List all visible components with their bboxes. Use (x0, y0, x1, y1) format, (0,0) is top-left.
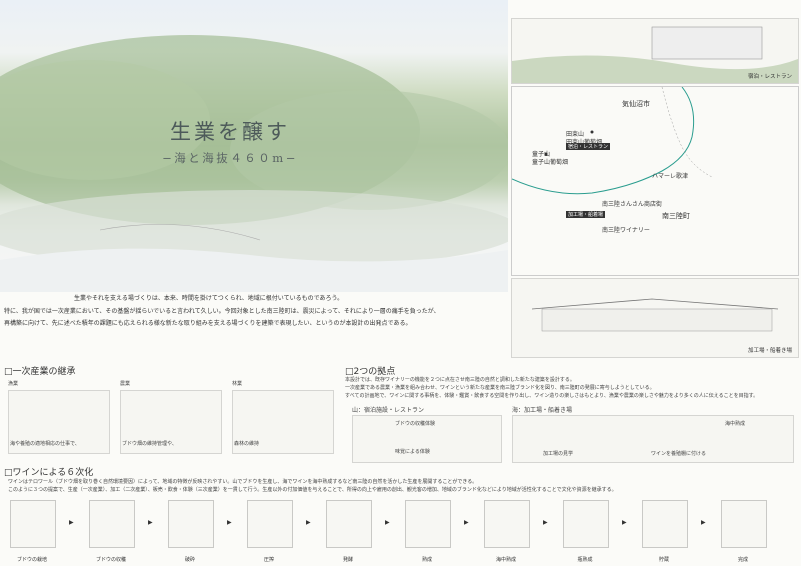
process-step-image (10, 500, 56, 548)
page-title: 生業を醸す (170, 120, 290, 144)
photo-factory: 加工場・船着き場 (511, 278, 799, 358)
arrow-right-icon: ▶ (227, 519, 232, 526)
sec2-mountain-title: 山：宿泊施設・レストラン (352, 407, 425, 414)
map-label-factory: 加工場・船着場 (566, 211, 606, 218)
sec1-forest-desc: 森林の維持 (234, 441, 260, 447)
intro-line: 再構築に向けて、先に述べた積年の課題にも応えられる様な新たな取り組みを支える場づ… (4, 320, 412, 327)
sec2-sea-title: 海：加工場・船着き場 (512, 407, 573, 414)
section2-title: □2つの拠点 (345, 367, 396, 377)
process-step-label: ブドウの栽培 (16, 557, 47, 563)
arrow-right-icon: ▶ (385, 519, 390, 526)
caption: ワインを養殖棚に付ける (651, 451, 707, 457)
sec1-label-agri: 農業 (120, 381, 131, 387)
building-sketch (512, 26, 798, 83)
map-label: 童子山葡萄畑 (532, 159, 569, 166)
caption: 加工場の見学 (543, 451, 574, 457)
photo-caption: 加工場・船着き場 (747, 348, 792, 354)
map-city-minamisanriku: 南三陸町 (662, 212, 690, 220)
process-step-label: 瓶熟成 (577, 557, 593, 563)
arrow-right-icon: ▶ (622, 519, 627, 526)
process-step-label: 破砕 (184, 557, 195, 563)
map-label: 田束山 (566, 131, 585, 138)
caption: ブドウの収穫体験 (395, 421, 436, 427)
process-step-label: 完成 (737, 557, 748, 563)
process-step-label: 発酵 (342, 557, 353, 563)
section3-text: ワインはテロワール（ブドウ畑を取り巻く自然環境要因）によって、地域の特徴が反映さ… (8, 478, 798, 494)
map-label: ハマーレ歌津 (652, 173, 689, 180)
process-step-image (484, 500, 530, 548)
factory-sketch (531, 298, 779, 332)
intro-text: 生業やそれを支える場づくりは、本来、時間を掛けてつくられ、地域に根付いているもの… (4, 293, 504, 331)
caption: 味覚による体験 (395, 449, 430, 455)
map-label-restaurant: 宿泊・レストラン (566, 143, 611, 150)
process-step-image (563, 500, 609, 548)
sec2-line: 一次産業である農業・漁業を組み合わせ、ワインという新たな産業を南三陸ブランド化を… (345, 385, 655, 391)
sec1-label-fishing: 漁業 (8, 381, 19, 387)
hero-landscape (0, 0, 508, 292)
sec1-label-forest: 林業 (232, 381, 243, 387)
arrow-right-icon: ▶ (306, 519, 311, 526)
map-label: 南三陸ワイナリー (602, 227, 650, 234)
process-step-image (247, 500, 293, 548)
process-step-label: 海中熟成 (495, 557, 516, 563)
process-step-image (326, 500, 372, 548)
sec1-fishing-image (8, 390, 110, 454)
sec3-line: このように３つの提案で、生産（一次産業）、加工（二次産業）、販売・飲食・体験（三… (8, 487, 617, 493)
process-step-image (405, 500, 451, 548)
sec1-agri-desc: ブドウ畑の維持管理や、 (122, 441, 177, 447)
process-step-label: 圧搾 (263, 557, 274, 563)
sec2-sea-image: 海中熟成 加工場の見学 ワインを養殖棚に付ける (512, 415, 794, 463)
intro-line: 生業やそれを支える場づくりは、本来、時間を掛けてつくられ、地域に根付いているもの… (74, 295, 344, 302)
process-step-label: ブドウの収穫 (95, 557, 126, 563)
map-city-kesennuma: 気仙沼市 (622, 100, 650, 108)
sec1-forest-image (232, 390, 334, 454)
arrow-right-icon: ▶ (701, 519, 706, 526)
arrow-right-icon: ▶ (464, 519, 469, 526)
sec3-line: ワインはテロワール（ブドウ畑を取り巻く自然環境要因）によって、地域の特徴が反映さ… (8, 479, 478, 485)
photo-caption: 宿泊・レストラン (747, 74, 792, 80)
map-label: 南三陸さんさん商店街 (602, 201, 663, 208)
site-map: 気仙沼市 南三陸町 田束山 田束山葡萄畑 宿泊・レストラン 童子山 童子山葡萄畑… (511, 86, 799, 276)
map-label: 田束山葡萄畑 (566, 137, 602, 146)
sec1-agri-image (120, 390, 222, 454)
arrow-right-icon: ▶ (148, 519, 153, 526)
arrow-right-icon: ▶ (543, 519, 548, 526)
arrow-right-icon: ▶ (69, 519, 74, 526)
section2-text: 本設計では、既存ワイナリーの機能を２つに点在させ南三陸の自然と調和した新たな建築… (345, 376, 797, 400)
map-label: 童子山 (532, 151, 551, 158)
section3-title: □ワインによる６次化 (4, 468, 94, 478)
process-step-image (89, 500, 135, 548)
process-step-label: 熟成 (421, 557, 432, 563)
sec2-mountain-image: ブドウの収穫体験 味覚による体験 (352, 415, 502, 463)
page-subtitle: −海と海抜４６０m− (162, 151, 298, 165)
process-step-image (721, 500, 767, 548)
photo-restaurant: 宿泊・レストラン (511, 18, 799, 84)
section1-title: □一次産業の継承 (4, 367, 76, 377)
sec2-line: すべての計画地で、ワインに関する事柄を、体験・鑑賞・飲食する空間を作り出し、ワイ… (345, 393, 759, 399)
process-step-label: 貯蔵 (658, 557, 669, 563)
sec1-fishing-desc: 海や養殖の適地相応の仕事で、 (10, 441, 80, 447)
map-routes (512, 87, 713, 195)
sec2-line: 本設計では、既存ワイナリーの機能を２つに点在させ南三陸の自然と調和した新たな建築… (345, 377, 575, 383)
process-step-image (168, 500, 214, 548)
caption: 海中熟成 (725, 421, 746, 427)
process-step-image (642, 500, 688, 548)
intro-line: 特に、我が国では一次産業において、その基盤が揺らいでいると言われて久しい。今回対… (4, 307, 440, 315)
landscape-illustration (0, 35, 508, 292)
